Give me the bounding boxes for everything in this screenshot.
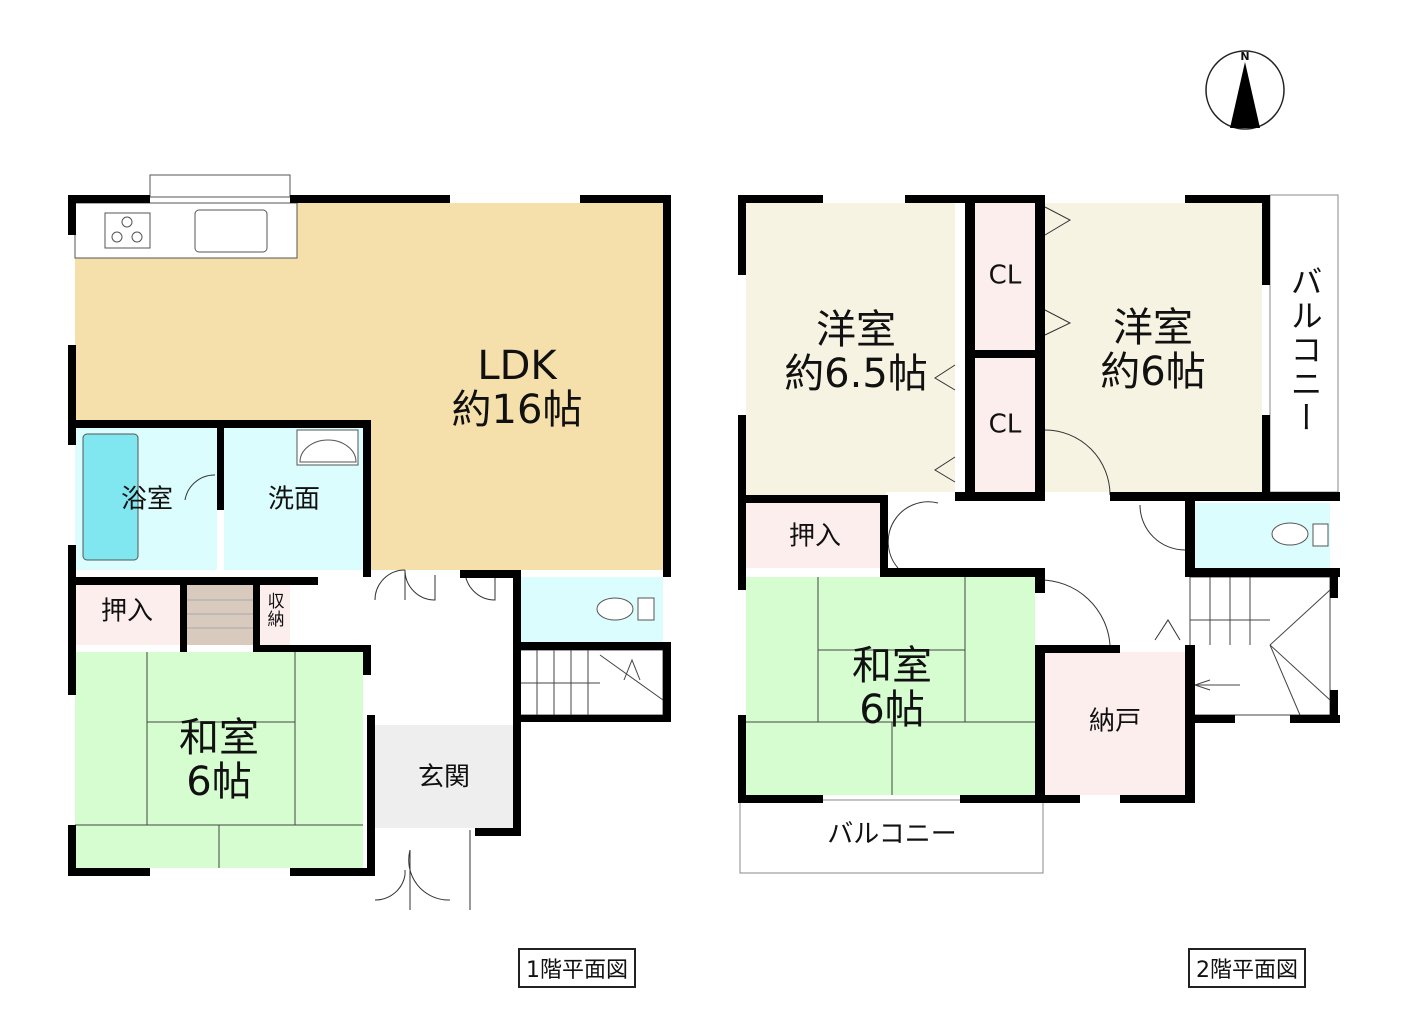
toilet-icon (596, 597, 634, 621)
storeroom-floor (1045, 652, 1185, 795)
room-size: 約6.5帖 (784, 351, 928, 397)
floor1-caption: 1階平面図 (518, 948, 636, 988)
ldk-floor-ext (370, 420, 663, 570)
washitsu2-floor (746, 577, 1035, 795)
closet2-floor (746, 503, 880, 568)
room-size: 6帖 (859, 687, 925, 733)
room-size: 約16帖 (451, 387, 583, 433)
room-ldk-label: LDK 約16帖 (452, 344, 583, 432)
cl2-floor (975, 358, 1035, 492)
room-name: 洋室 (816, 307, 896, 353)
room-bath-label: 浴室 (120, 484, 174, 515)
floor2-caption: 2階平面図 (1188, 948, 1306, 988)
floor1-walls (68, 195, 671, 876)
room-washitsu2-label: 和室 6帖 (852, 644, 932, 732)
stairs2 (1189, 576, 1331, 716)
cl1-floor (975, 203, 1035, 350)
closet1-floor (75, 585, 180, 645)
room-storeroom-label: 納戸 (1088, 706, 1142, 737)
compass-north-label: N (1240, 49, 1250, 63)
room-name: 和室 (852, 643, 932, 689)
room-balcony-bottom-label: バルコニー (827, 819, 957, 850)
room-balcony-right-label: バルコニー (1285, 265, 1324, 435)
room-size: 6帖 (186, 759, 252, 805)
balcony-right (1269, 194, 1339, 493)
room-cl2-label: CL (988, 409, 1022, 440)
room-size: 約6帖 (1100, 349, 1206, 395)
toilet-icon (1271, 522, 1309, 546)
room-closet-label: 押入 (100, 596, 154, 627)
sink-icon (194, 209, 268, 253)
floor2-plan (738, 194, 1340, 874)
western2-floor (1045, 203, 1262, 492)
compass-icon (1205, 50, 1285, 130)
room-entrance-label: 玄関 (417, 762, 471, 793)
balcony-bottom (739, 799, 1044, 874)
room-storage-label: 収納 (267, 592, 285, 630)
room-washitsu1-label: 和室 6帖 (179, 716, 259, 804)
storage1-floor (260, 585, 290, 645)
stairs1 (519, 649, 664, 716)
room-washroom-label: 洗面 (267, 484, 321, 515)
stove-icon (104, 212, 151, 249)
floor1-plan (68, 174, 671, 910)
bay-window (149, 174, 291, 198)
room-cl1-label: CL (988, 260, 1022, 291)
room-western1-label: 洋室 約6.5帖 (784, 308, 928, 396)
room-closet2-label: 押入 (788, 521, 842, 552)
bathtub-icon (82, 433, 139, 561)
western1-floor (746, 203, 955, 492)
stairs1-under (187, 585, 253, 645)
floor2-walls (738, 195, 1340, 803)
room-western2-label: 洋室 約6帖 (1100, 306, 1205, 394)
toilet2-floor (1195, 503, 1330, 568)
room-name: LDK (477, 343, 557, 389)
room-name: 和室 (179, 715, 259, 761)
entrance-floor (375, 725, 513, 828)
room-name: 洋室 (1112, 305, 1193, 351)
